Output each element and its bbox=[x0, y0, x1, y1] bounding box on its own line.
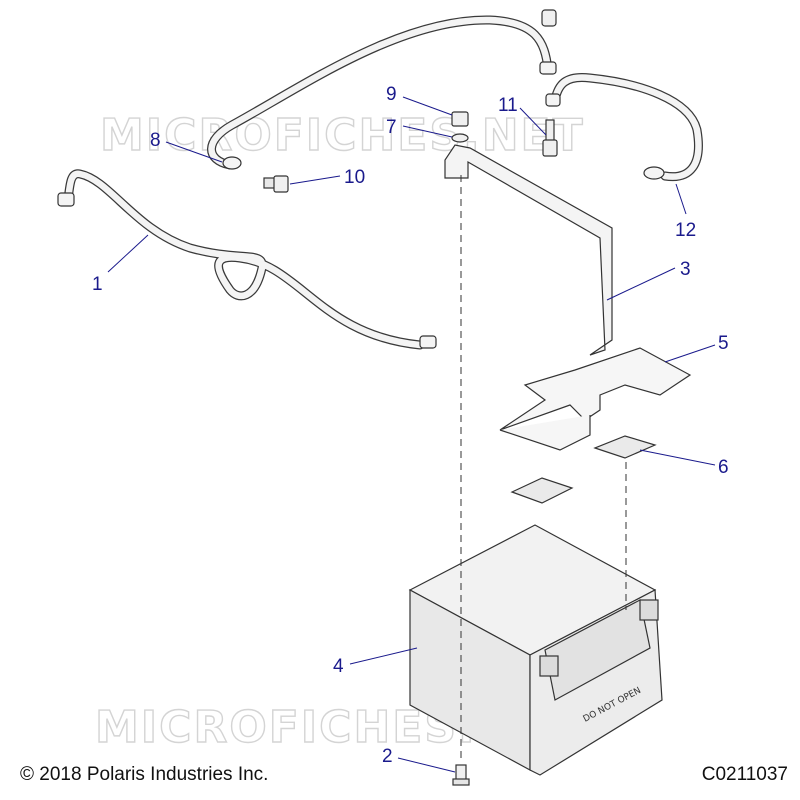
leader-1 bbox=[107, 234, 149, 273]
drawing-id: C0211037 bbox=[701, 764, 788, 785]
callout-4: 4 bbox=[333, 656, 344, 677]
leader-11 bbox=[519, 107, 547, 136]
callout-8: 8 bbox=[150, 130, 161, 151]
copyright-text: © 2018 Polaris Industries Inc. bbox=[20, 764, 269, 785]
callout-9: 9 bbox=[386, 84, 397, 105]
leader-5 bbox=[664, 344, 716, 363]
leader-4 bbox=[349, 647, 418, 665]
washer-7 bbox=[451, 133, 469, 143]
pad-6-second bbox=[510, 477, 574, 504]
callout-1: 1 bbox=[92, 274, 103, 295]
leader-9 bbox=[402, 96, 453, 116]
leader-8 bbox=[165, 141, 223, 163]
callout-3: 3 bbox=[680, 259, 691, 280]
callout-10: 10 bbox=[344, 167, 365, 188]
cable-8 bbox=[207, 15, 557, 170]
bolt-10 bbox=[263, 175, 289, 193]
callout-11: 11 bbox=[498, 95, 518, 116]
leader-12 bbox=[675, 183, 687, 215]
stud-11 bbox=[542, 119, 558, 157]
hold-down-strap-3 bbox=[444, 144, 613, 356]
callout-6: 6 bbox=[718, 457, 729, 478]
pad-6 bbox=[593, 435, 657, 459]
leader-2 bbox=[397, 757, 456, 773]
callout-7: 7 bbox=[386, 117, 397, 138]
watermark-top: MICROFICHES.NET bbox=[100, 110, 585, 161]
battery-tray-5 bbox=[499, 347, 692, 451]
cable-12 bbox=[545, 72, 703, 182]
terminal-cap bbox=[541, 9, 557, 27]
callout-5: 5 bbox=[718, 333, 729, 354]
leader-7 bbox=[402, 125, 453, 138]
leader-3 bbox=[606, 267, 676, 301]
cable-1 bbox=[57, 169, 437, 350]
leader-6 bbox=[639, 449, 716, 466]
battery-4: DO NOT OPEN bbox=[408, 524, 663, 776]
nut-9 bbox=[451, 111, 469, 127]
bolt-2 bbox=[452, 764, 470, 786]
callout-12: 12 bbox=[675, 220, 696, 241]
leader-10 bbox=[289, 175, 341, 185]
callout-2: 2 bbox=[382, 746, 393, 767]
